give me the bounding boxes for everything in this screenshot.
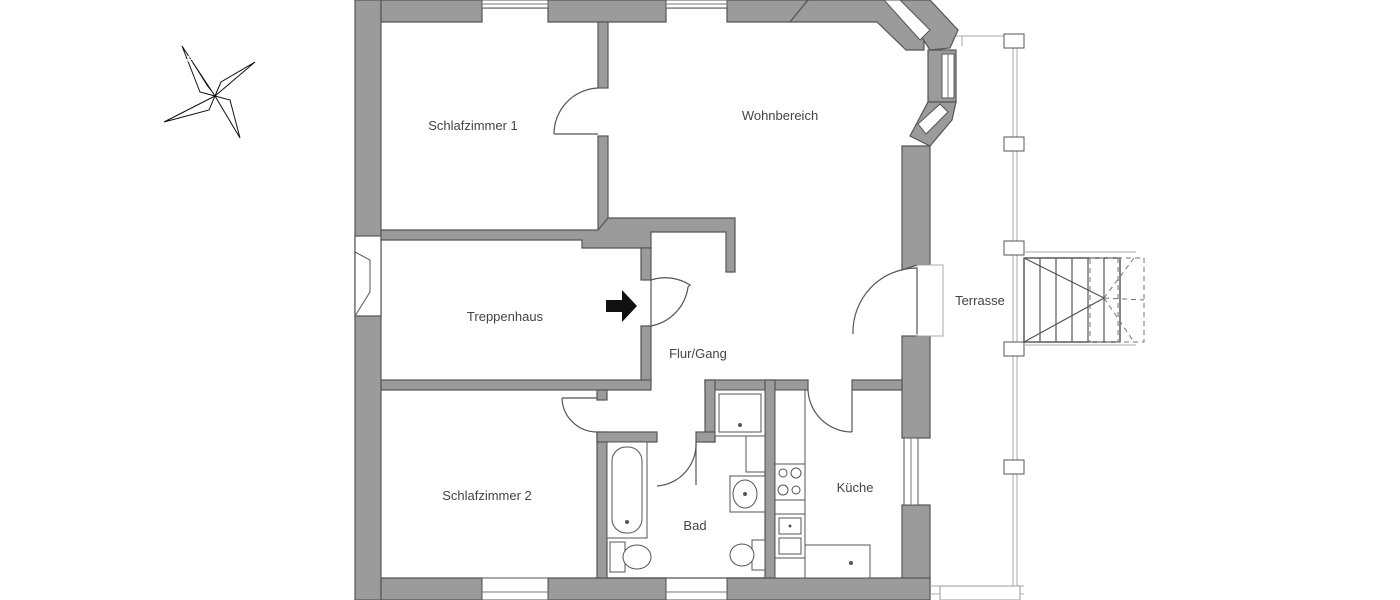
room-label-treppenhaus: Treppenhaus <box>467 309 544 324</box>
washbasin-icon <box>729 475 766 513</box>
north-label: N <box>184 54 196 65</box>
room-label-terrasse: Terrasse <box>955 293 1005 308</box>
exterior-walls <box>354 0 959 600</box>
doors <box>553 87 944 487</box>
bidet-icon <box>729 539 766 571</box>
north-arrow-icon: N <box>163 45 256 139</box>
room-label-schlafzimmer-2: Schlafzimmer 2 <box>442 488 532 503</box>
room-label-schlafzimmer-1: Schlafzimmer 1 <box>428 118 518 133</box>
bathtub-icon <box>606 441 648 539</box>
entry-arrow-icon <box>606 290 637 322</box>
room-label-kueche: Küche <box>837 480 874 495</box>
terrace <box>930 33 1145 600</box>
interior-walls <box>380 21 903 579</box>
bath-shelf <box>745 435 766 473</box>
stove-icon <box>774 463 806 501</box>
windows <box>481 0 955 600</box>
room-label-bad: Bad <box>683 518 706 533</box>
room-label-flur: Flur/Gang <box>669 346 727 361</box>
shower-icon <box>714 389 766 437</box>
sink-icon <box>774 513 806 559</box>
room-label-wohnbereich: Wohnbereich <box>742 108 818 123</box>
toilet-icon <box>609 541 652 573</box>
